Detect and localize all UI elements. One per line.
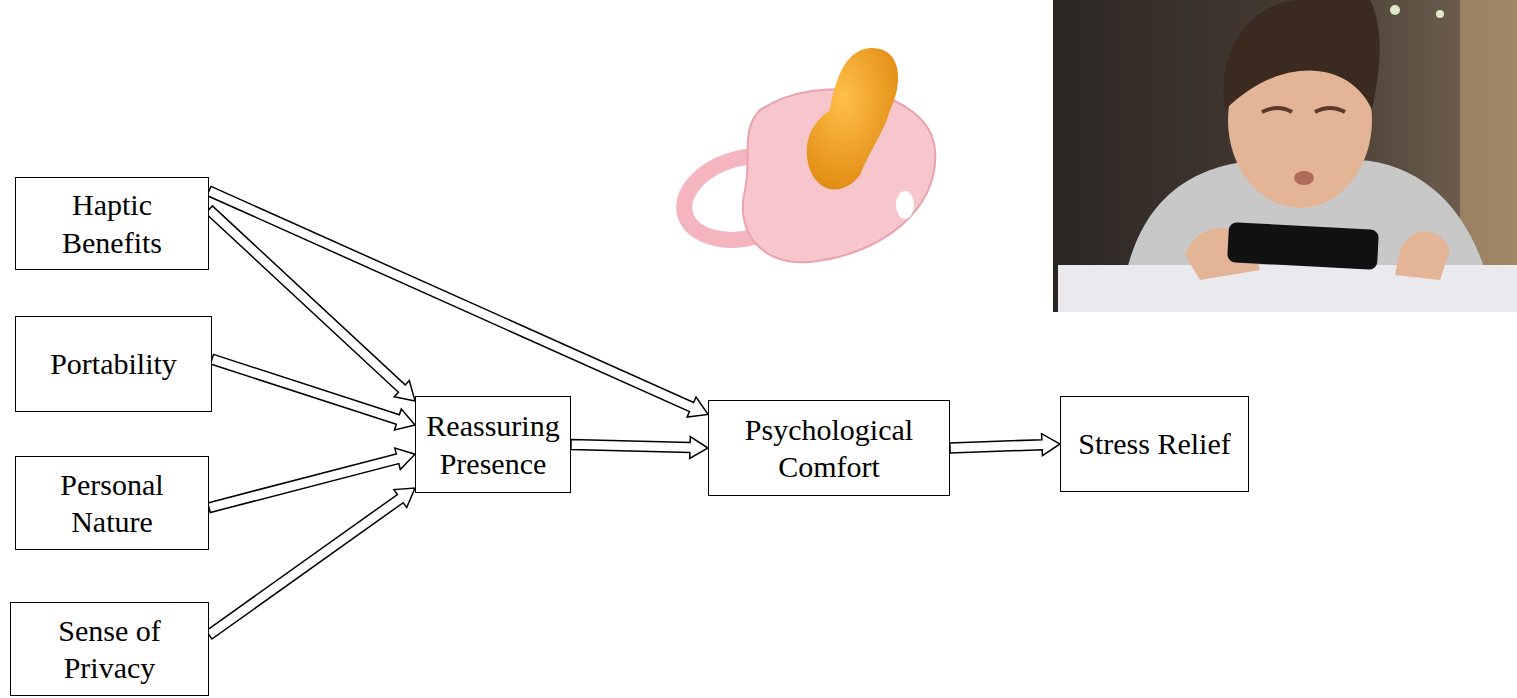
concept-box: Reassuring Presence	[415, 396, 571, 493]
block-arrow	[571, 437, 708, 459]
box-label: Sense of Privacy	[19, 612, 200, 687]
box-label: Stress Relief	[1078, 425, 1230, 463]
block-arrow	[208, 448, 415, 512]
box-label: Haptic Benefits	[24, 186, 200, 261]
concept-box: Sense of Privacy	[10, 602, 209, 696]
concept-box: Psychological Comfort	[708, 400, 950, 496]
box-label: Psychological Comfort	[717, 411, 941, 486]
block-arrow	[206, 488, 415, 639]
boy-with-phone-photo	[1053, 0, 1517, 312]
concept-box: Personal Nature	[15, 456, 209, 550]
concept-box: Haptic Benefits	[15, 177, 209, 270]
box-label: Reassuring Presence	[424, 407, 562, 482]
box-label: Personal Nature	[24, 466, 200, 541]
concept-box: Portability	[15, 316, 212, 412]
block-arrow	[211, 354, 416, 430]
pacifier	[675, 48, 936, 262]
block-arrow	[950, 434, 1060, 456]
concept-box: Stress Relief	[1060, 396, 1249, 492]
box-label: Portability	[50, 345, 177, 383]
